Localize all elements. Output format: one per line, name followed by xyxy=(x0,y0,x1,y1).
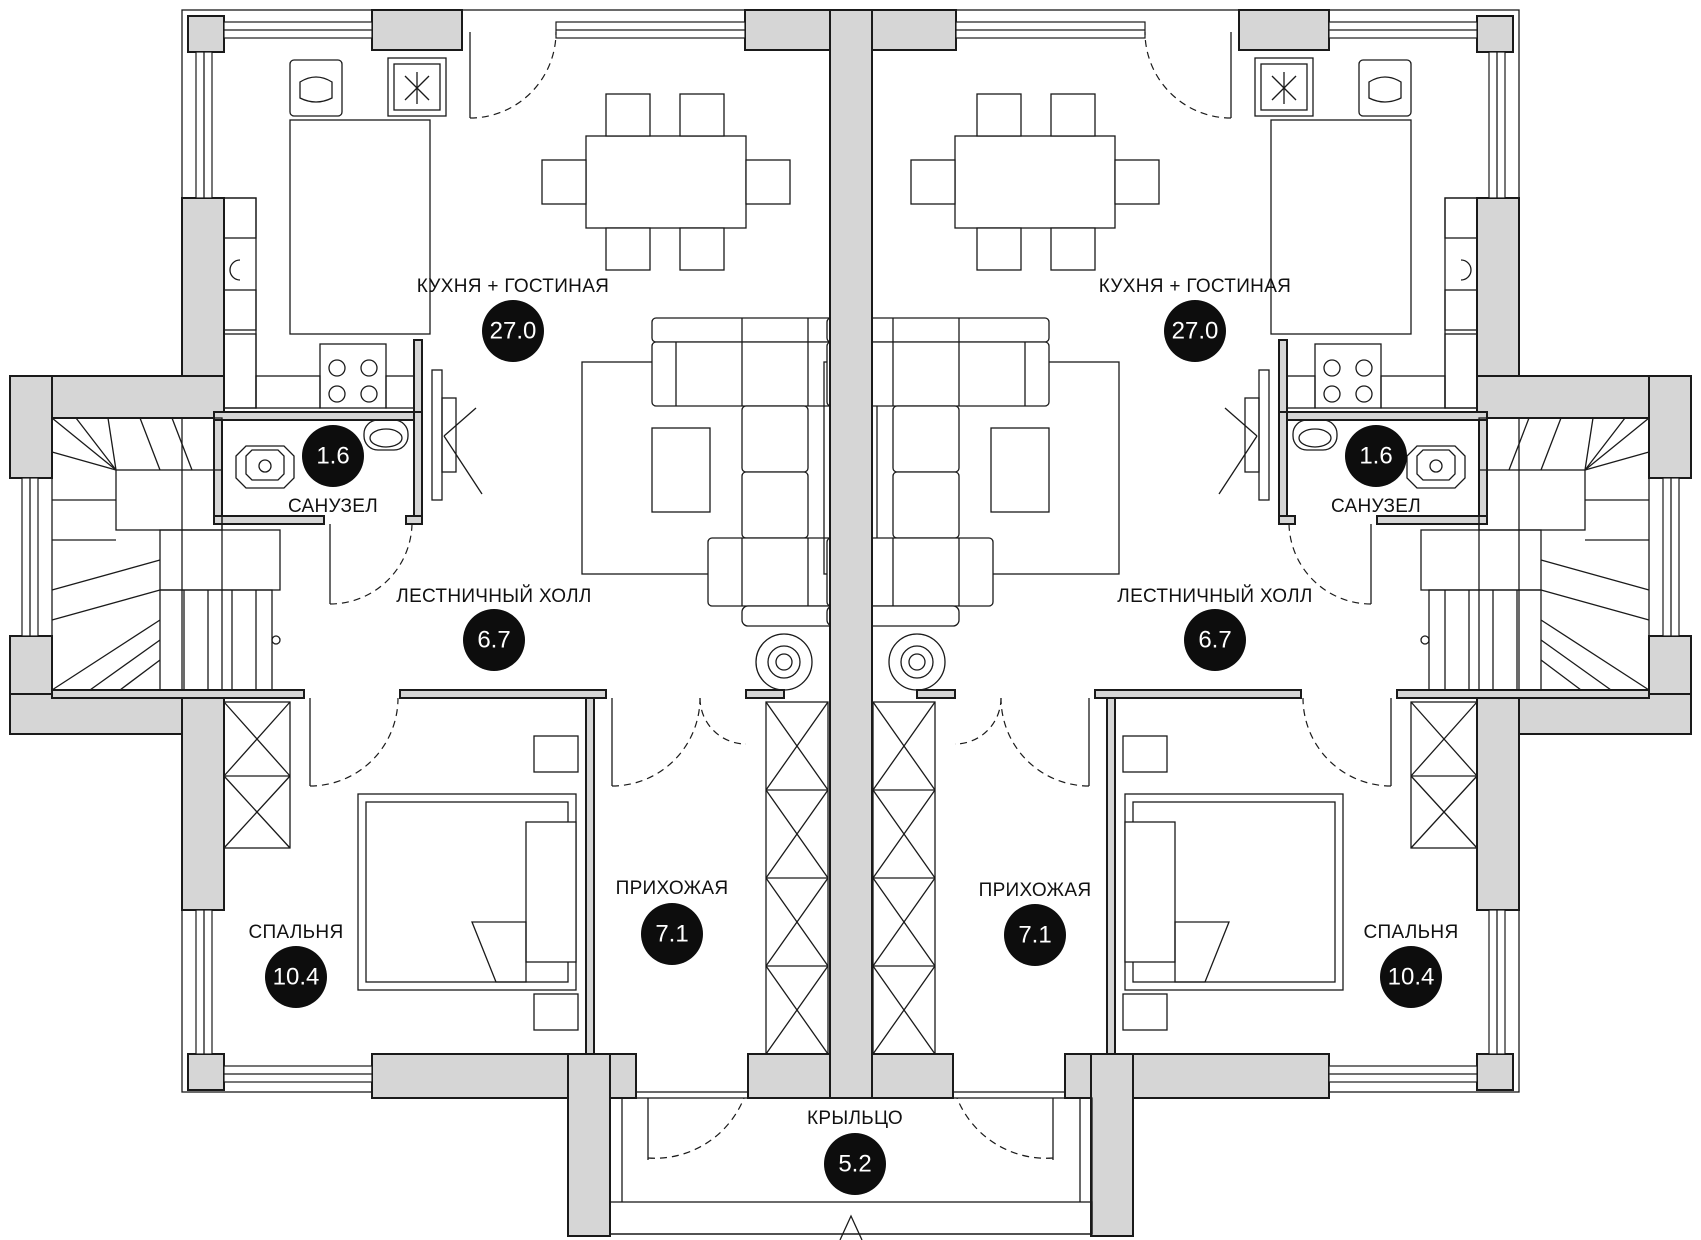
entrance-arrow xyxy=(839,1214,863,1240)
label-stair-hall-left: ЛЕСТНИЧНЫЙ ХОЛЛ xyxy=(396,585,591,607)
area-stair-hall-right: 6.7 xyxy=(1198,627,1231,654)
area-stair-hall-left: 6.7 xyxy=(477,627,510,654)
label-bedroom-right: СПАЛЬНЯ xyxy=(1364,922,1459,943)
area-hallway-left: 7.1 xyxy=(655,921,688,948)
area-hallway-right: 7.1 xyxy=(1018,922,1051,949)
party-wall xyxy=(829,9,873,1099)
label-hallway-right: ПРИХОЖАЯ xyxy=(979,880,1092,901)
label-stair-hall-right: ЛЕСТНИЧНЫЙ ХОЛЛ xyxy=(1117,585,1312,607)
label-kitchen-living-right: КУХНЯ + ГОСТИНАЯ xyxy=(1099,276,1291,297)
area-porch: 5.2 xyxy=(838,1151,871,1178)
area-bedroom-left: 10.4 xyxy=(273,964,320,991)
area-bathroom-left: 1.6 xyxy=(316,443,349,470)
label-bathroom-left: САНУЗЕЛ xyxy=(288,496,378,517)
unit-right xyxy=(823,9,1692,1237)
area-kitchen-living-right: 27.0 xyxy=(1172,318,1219,345)
label-kitchen-living-left: КУХНЯ + ГОСТИНАЯ xyxy=(417,276,609,297)
area-kitchen-living-left: 27.0 xyxy=(490,318,537,345)
unit-left xyxy=(9,9,878,1237)
label-porch: КРЫЛЬЦО xyxy=(807,1108,903,1129)
label-hallway-left: ПРИХОЖАЯ xyxy=(616,878,729,899)
area-bathroom-right: 1.6 xyxy=(1359,443,1392,470)
area-bedroom-right: 10.4 xyxy=(1388,964,1435,991)
label-bathroom-right: САНУЗЕЛ xyxy=(1331,496,1421,517)
label-bedroom-left: СПАЛЬНЯ xyxy=(249,922,344,943)
